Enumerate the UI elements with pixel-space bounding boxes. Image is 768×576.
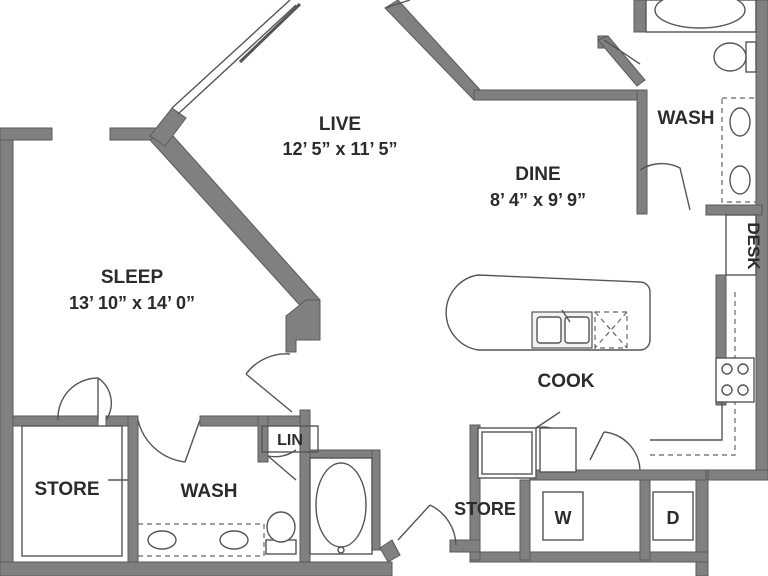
vanity [137,523,265,557]
pantry-shelf [539,427,577,473]
bathtub [309,457,373,555]
live-name: LIVE [319,114,361,135]
store-closet-name: STORE [34,479,99,500]
sleep-name: SLEEP [101,267,164,288]
wash-bottom-name: WASH [181,481,238,502]
room-labels: LIVE 12’ 5” x 11’ 5” DINE 8’ 4” x 9’ 9” … [34,108,763,528]
dine-dims: 8’ 4” x 9’ 9” [490,190,586,210]
refrigerator [477,427,537,479]
live-dims: 12’ 5” x 11’ 5” [282,139,397,159]
store-hall-name: STORE [454,499,516,519]
dryer-name: D [667,508,680,528]
wash-top-name: WASH [658,108,715,129]
toilet [265,511,297,555]
washer-box [542,491,584,541]
store-shelf [21,425,123,557]
bath-top-fixtures [645,0,757,203]
cook-name: COOK [538,371,595,392]
washer-name: W [555,508,572,528]
lin-name: LIN [277,432,303,449]
sleep-dims: 13’ 10” x 14’ 0” [69,293,195,313]
dryer-box [652,491,694,541]
fixtures [21,0,757,557]
linen-box [261,425,319,453]
dishwasher [594,311,628,349]
desk-name: DESK [744,222,763,270]
doors [57,0,691,546]
desk-box [725,214,757,276]
kitchen-sink [531,309,593,349]
stove [715,357,755,403]
dine-name: DINE [515,164,560,185]
